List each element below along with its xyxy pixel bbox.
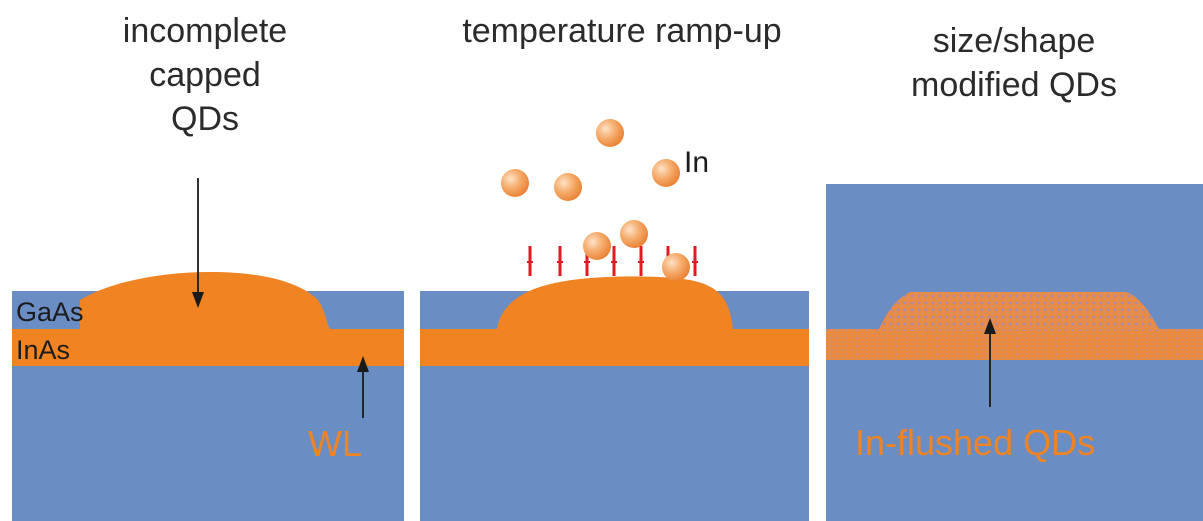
desorption-mark	[638, 246, 644, 276]
panel3-title-line2: modified QDs	[911, 66, 1117, 104]
in-adatom	[596, 119, 624, 147]
panel3-gaas-substrate	[826, 360, 1203, 521]
panel2-title: temperature ramp-up	[462, 12, 781, 50]
in-adatom	[554, 173, 582, 201]
panel1-gaas-label: GaAs	[16, 297, 84, 327]
in-adatom	[620, 220, 648, 248]
panel2-gaas-substrate	[420, 366, 809, 521]
desorption-mark	[611, 246, 617, 276]
panel-temperature-ramp-up: temperature ramp-up In	[420, 12, 809, 521]
panel1-wl-label: WL	[308, 423, 362, 464]
panel-size-shape-modified-qds: size/shape modified QDs In-flushed QDs	[826, 22, 1203, 521]
in-adatom	[662, 253, 690, 281]
panel1-inas-wetting-layer	[12, 329, 404, 366]
panel3-in-flushed-label: In-flushed QDs	[855, 422, 1095, 463]
desorption-mark	[557, 246, 563, 276]
panel2-in-adatoms	[501, 119, 690, 281]
panel2-in-label: In	[684, 146, 709, 179]
panel1-wl-arrow	[357, 356, 369, 418]
panel1-title-line1: incomplete	[123, 12, 287, 50]
panel3-qd-arrow	[984, 318, 996, 407]
in-adatom	[652, 159, 680, 187]
panel3-flushed-wetting-layer	[826, 329, 1203, 360]
panel2-quantum-dot	[497, 276, 733, 329]
panel1-inas-label: InAs	[16, 335, 70, 365]
in-adatom	[501, 169, 529, 197]
panel1-gaas-substrate	[12, 366, 404, 521]
desorption-mark	[692, 246, 698, 276]
panel1-title-line3: QDs	[171, 100, 239, 138]
panel2-inas-wetting-layer	[420, 329, 809, 366]
panel1-qd-arrow	[192, 178, 204, 308]
in-adatom	[583, 232, 611, 260]
panel1-title-line2: capped	[149, 56, 261, 94]
panel-incomplete-capped-qds: incomplete capped QDs GaAs InAs WL	[12, 12, 404, 521]
desorption-mark	[527, 246, 533, 276]
panel3-flattened-quantum-dot	[878, 292, 1160, 331]
panel3-title-line1: size/shape	[933, 22, 1096, 60]
panel1-quantum-dot	[80, 272, 330, 329]
